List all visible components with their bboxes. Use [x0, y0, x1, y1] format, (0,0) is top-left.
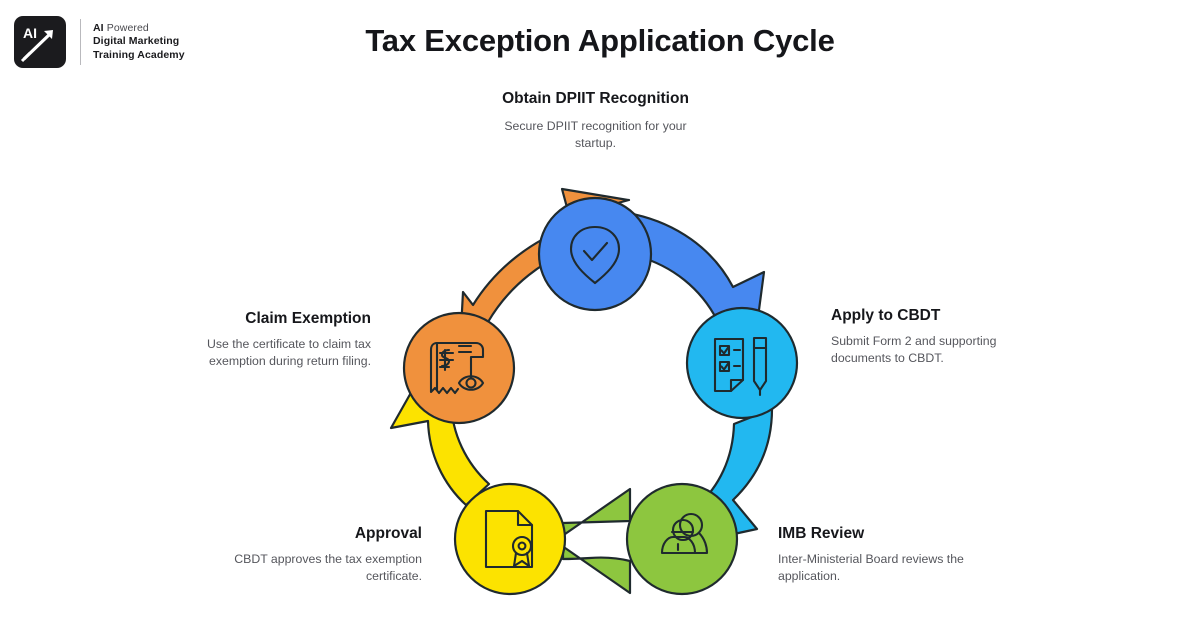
checklist-pen-icon [713, 336, 768, 397]
node-label-obtain-dpiit-recognition: Obtain DPIIT Recognition Secure DPIIT re… [488, 89, 703, 151]
svg-text:AI: AI [23, 25, 37, 41]
shield-check-icon [569, 225, 621, 285]
node-title-imb-review: IMB Review [778, 525, 865, 542]
node-desc-apply-to-cbdt: Submit Form 2 and supporting documents t… [831, 334, 997, 365]
node-label-claim-exemption: Claim Exemption Use the certificate to c… [185, 309, 371, 369]
brand-logo: AI AI Powered Digital Marketing Training… [14, 14, 185, 70]
node-desc-approval: CBDT approves the tax exemption certific… [234, 552, 422, 583]
node-title-obtain-dpiit-recognition: Obtain DPIIT Recognition [502, 90, 689, 107]
brand-text: AI Powered Digital Marketing Training Ac… [93, 22, 185, 63]
node-label-apply-to-cbdt: Apply to CBDT Submit Form 2 and supporti… [831, 306, 1031, 366]
brand-mark-icon: AI [14, 16, 66, 68]
node-desc-obtain-dpiit-recognition: Secure DPIIT recognition for your startu… [504, 119, 687, 150]
brand-line1-light: Powered [106, 21, 149, 34]
node-circle-claim-exemption[interactable] [402, 311, 516, 425]
node-title-approval: Approval [354, 525, 422, 542]
node-title-claim-exemption: Claim Exemption [245, 310, 371, 327]
people-review-icon [660, 512, 709, 555]
page-title: Tax Exception Application Cycle [365, 23, 835, 58]
brand-line1-bold: AI [93, 21, 107, 34]
node-desc-imb-review: Inter-Ministerial Board reviews the appl… [778, 552, 964, 583]
brand-divider [80, 19, 81, 65]
node-circle-approval[interactable] [453, 482, 567, 596]
certificate-award-icon [484, 509, 534, 569]
node-label-approval: Approval CBDT approves the tax exemption… [230, 524, 422, 584]
node-title-apply-to-cbdt: Apply to CBDT [831, 307, 941, 324]
node-desc-claim-exemption: Use the certificate to claim tax exempti… [206, 337, 371, 368]
node-circle-obtain-dpiit-recognition[interactable] [537, 196, 653, 312]
node-label-imb-review: IMB Review Inter-Ministerial Board revie… [778, 524, 983, 584]
brand-line3: Training Academy [93, 48, 185, 61]
brand-line2: Digital Marketing [93, 35, 180, 48]
arrow-imb-to-approval [553, 487, 632, 595]
receipt-eye-icon [429, 341, 485, 395]
